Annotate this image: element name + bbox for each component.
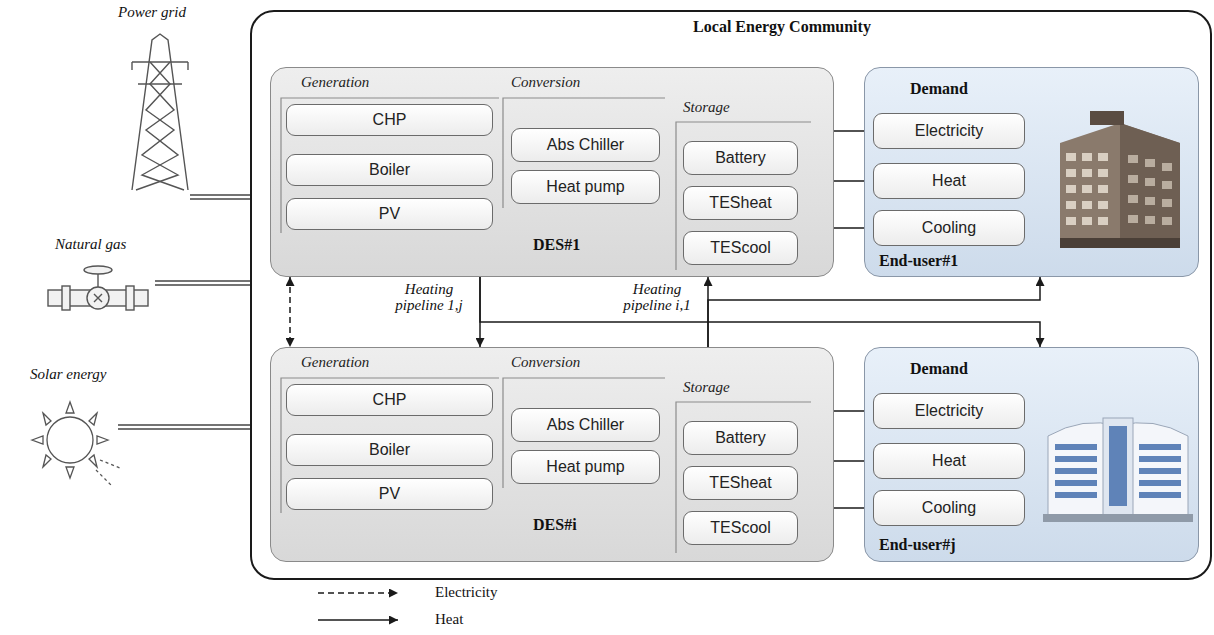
end-user-panel: DemandEnd-user#1 ElectricityHeatCooling	[864, 67, 1199, 277]
column-heading: Generation	[301, 354, 369, 371]
component-box: Abs Chiller	[511, 408, 660, 442]
pipeline-label: Heating pipeline i,1	[612, 281, 702, 313]
source-label: Power grid	[118, 4, 186, 21]
region-title: Local Energy Community	[582, 18, 982, 36]
panel-label: Demand	[910, 80, 968, 98]
box-label: Abs Chiller	[547, 416, 624, 434]
sun-icon	[32, 402, 120, 486]
apartment-building	[1050, 103, 1190, 253]
box-label: Heat	[932, 172, 966, 190]
box-label: Cooling	[922, 219, 976, 237]
gas-valve-icon	[48, 266, 148, 310]
component-box: TESheat	[683, 466, 798, 500]
column-heading: Storage	[683, 379, 730, 396]
source-label: Natural gas	[55, 236, 126, 253]
panel-label: End-user#j	[879, 536, 955, 554]
demand-box: Heat	[873, 443, 1025, 479]
box-label: Heat pump	[546, 178, 624, 196]
box-label: CHP	[373, 391, 407, 409]
box-label: Electricity	[915, 402, 983, 420]
box-label: Electricity	[915, 122, 983, 140]
demand-box: Heat	[873, 163, 1025, 199]
box-label: Heat	[932, 452, 966, 470]
panel-label: End-user#1	[879, 252, 958, 270]
pipeline-label: Heating pipeline 1,j	[384, 281, 474, 313]
box-label: TEScool	[710, 239, 770, 257]
component-box: TEScool	[683, 231, 798, 265]
component-box: Battery	[683, 141, 798, 175]
box-label: PV	[379, 205, 400, 223]
column-heading: Generation	[301, 74, 369, 91]
box-label: Cooling	[922, 499, 976, 517]
component-box: Battery	[683, 421, 798, 455]
des-panel: Generation ConversionStorageDES#1 CHP Boile…	[270, 67, 834, 277]
column-heading: Storage	[683, 99, 730, 116]
box-label: CHP	[373, 111, 407, 129]
panel-label: DES#i	[533, 516, 577, 534]
source-label: Solar energy	[30, 366, 107, 383]
demand-box: Cooling	[873, 210, 1025, 246]
heat-connector	[708, 277, 1040, 347]
panel-label: DES#1	[533, 236, 580, 254]
legend-text: Electricity	[435, 584, 497, 601]
component-box: Abs Chiller	[511, 128, 660, 162]
heat-connector	[480, 277, 1040, 347]
box-label: PV	[379, 485, 400, 503]
demand-box: Electricity	[873, 393, 1025, 429]
box-label: Abs Chiller	[547, 136, 624, 154]
component-box: CHP	[286, 384, 493, 416]
component-box: TESheat	[683, 186, 798, 220]
demand-box: Electricity	[873, 113, 1025, 149]
box-label: Battery	[715, 429, 766, 447]
component-box: TEScool	[683, 511, 798, 545]
component-box: PV	[286, 478, 493, 510]
component-box: PV	[286, 198, 493, 230]
column-heading: Conversion	[511, 354, 580, 371]
box-label: Boiler	[369, 441, 410, 459]
box-label: Heat pump	[546, 458, 624, 476]
box-label: Battery	[715, 149, 766, 167]
component-box: Boiler	[286, 154, 493, 186]
legend-text: Heat	[435, 611, 463, 628]
component-box: Heat pump	[511, 450, 660, 484]
component-box: Heat pump	[511, 170, 660, 204]
box-label: TESheat	[709, 474, 771, 492]
component-box: Boiler	[286, 434, 493, 466]
demand-box: Cooling	[873, 490, 1025, 526]
des-panel: Generation ConversionStorageDES#i CHP Boile…	[270, 347, 834, 562]
column-heading: Conversion	[511, 74, 580, 91]
component-box: CHP	[286, 104, 493, 136]
electricity-connector	[289, 277, 291, 347]
legend-sample	[318, 593, 398, 620]
hotel-building	[1043, 396, 1193, 526]
box-label: Boiler	[369, 161, 410, 179]
box-label: TESheat	[709, 194, 771, 212]
box-label: TEScool	[710, 519, 770, 537]
power-tower-icon	[132, 34, 188, 190]
source-line	[118, 195, 250, 429]
panel-label: Demand	[910, 360, 968, 378]
end-user-panel: DemandEnd-user#j ElectricityHeatCooling	[864, 347, 1199, 562]
